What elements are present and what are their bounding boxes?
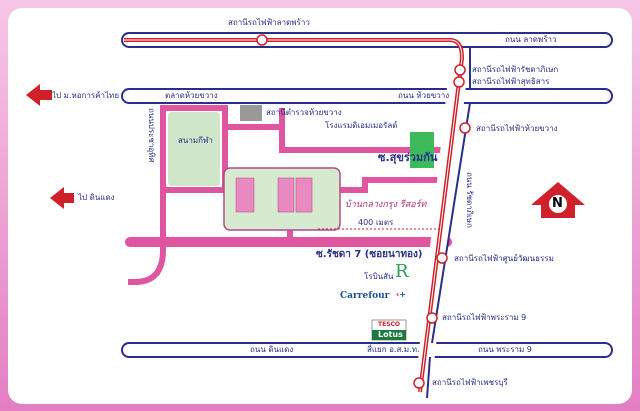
soi-suk-ruam-kan-label: ซ.สุขร่วมกัน — [378, 151, 438, 164]
road-huai-khwang-label: ถนน ห้วยขวาง — [398, 91, 450, 100]
road-din-daeng-label: ถนน ดินแดง — [250, 345, 294, 354]
station-ratchadaphisek-label: สถานีรถไฟฟ้ารัชดาภิเษก — [472, 65, 559, 74]
soi-ratchada7-label: ซ.รัชดา 7 (ซอยนาทอง) — [316, 249, 423, 260]
robinson-label: โรบินสัน — [364, 272, 394, 281]
carrefour-label: Carrefour — [340, 291, 390, 301]
market-label: ตลาดห้วยขวาง — [165, 91, 218, 100]
mcot-intersection-label: สี่แยก อ.ส.ม.ท. — [367, 345, 420, 354]
tesco-label: TESCO — [378, 321, 401, 328]
resort-buildings — [235, 177, 313, 213]
road-ratchadaphisek-label: ถนน รัชดาภิเษก — [465, 172, 474, 228]
resort-logo: บ้านกลางกรุง รีสอร์ท — [345, 200, 427, 210]
station-markers — [256, 34, 471, 389]
stadium-label: สนามกีฬา — [178, 136, 213, 145]
station-sutthisan-label: สถานีรถไฟฟ้าสุทธิสาร — [472, 77, 550, 86]
north-label: N — [552, 196, 563, 211]
stadium-loop — [160, 105, 228, 193]
carrefour-logo-icon: ‹+ — [396, 290, 406, 299]
road-pracha-uthit-label: ถนนประชาอุทิศ — [147, 108, 156, 163]
station-rama9-label: สถานีรถไฟฟ้าพระราม 9 — [442, 313, 527, 322]
station-lat-phrao-label: สถานีรถไฟฟ้าลาดพร้าว — [228, 18, 310, 27]
road-lat-phrao-label: ถนน ลาดพร้าว — [505, 35, 557, 44]
lotus-label: Lotus — [378, 330, 403, 339]
arrow-left-icon — [26, 84, 52, 106]
main-roads — [121, 32, 613, 399]
station-cultural-centre-label: สถานีรถไฟฟ้าศูนย์วัฒนธรรม — [454, 254, 554, 263]
road-pracha-uthit — [128, 105, 166, 285]
police-building-icon — [240, 105, 262, 121]
direction-din-daeng-label: ไป ดินแดง — [78, 193, 115, 202]
hotel-label: โรงแรมดิเอมเมอรัลด์ — [325, 121, 398, 130]
arrow-left-icon — [50, 187, 74, 209]
distance-label: 400 เมตร — [358, 218, 394, 227]
robinson-logo: R — [395, 261, 409, 282]
police-label: สถานีตำรวจห้วยขวาง — [266, 108, 342, 117]
stadium-area — [168, 112, 220, 186]
hotel-building-icon — [410, 132, 434, 168]
station-phetchaburi-label: สถานีรถไฟฟ้าเพชรบุรี — [432, 378, 508, 387]
station-huai-khwang-label: สถานีรถไฟฟ้าห้วยขวาง — [476, 124, 558, 133]
road-rama9-label: ถนน พระราม 9 — [478, 345, 532, 354]
road-hotel — [279, 108, 455, 153]
direction-utcc-label: ไป ม.หอการค้าไทย — [52, 91, 119, 100]
